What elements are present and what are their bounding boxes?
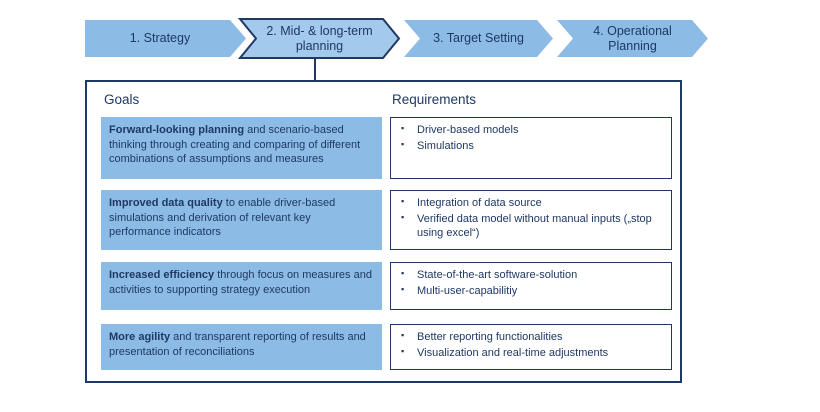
goals-column-header: Goals (104, 92, 140, 107)
goal-bold-text: Forward-looking planning (109, 124, 245, 136)
step-3-arrow-shape (404, 20, 553, 57)
requirement-item: Integration of data source (395, 196, 663, 211)
goal-bold-text: Improved data quality (109, 197, 223, 209)
requirement-item: Multi-user-capabilitiy (395, 284, 663, 299)
step-4-arrow-shape (557, 20, 708, 57)
requirement-item: Driver-based models (395, 123, 663, 138)
goal-rest-text: and transparent reporting of results and… (109, 331, 366, 358)
requirements-box-row-4: Better reporting functionalities Visuali… (390, 324, 672, 370)
requirements-column-header: Requirements (392, 92, 477, 107)
requirements-list: State-of-the-art software-solution Multi… (395, 268, 663, 298)
goal-bold-text: More agility (109, 331, 171, 343)
step-2-label: 2. Mid- & long-term planning (266, 24, 373, 53)
requirements-box-row-2: Integration of data source Verified data… (390, 190, 672, 250)
requirements-box-row-1: Driver-based models Simulations (390, 117, 672, 179)
requirement-item: Visualization and real-time adjustments (395, 346, 663, 361)
process-steps-arrows (85, 18, 708, 81)
goal-box-increased-efficiency: Increased efficiency through focus on me… (101, 262, 382, 310)
step-2-arrow-shape-highlighted (237, 18, 401, 59)
step-3-label: 3. Target Setting (433, 31, 524, 46)
step-4-label: 4. Operational Planning (593, 24, 672, 53)
goal-rest-text: and scenario-based thinking through crea… (109, 124, 361, 166)
requirement-item: Verified data model without manual input… (395, 212, 663, 241)
requirements-list: Better reporting functionalities Visuali… (395, 330, 663, 360)
goal-rest-text: through focus on measures and activities… (109, 269, 372, 296)
requirement-item: State-of-the-art software-solution (395, 268, 663, 283)
goal-box-forward-looking-planning: Forward-looking planning and scenario-ba… (101, 117, 382, 179)
goal-box-improved-data-quality: Improved data quality to enable driver-b… (101, 190, 382, 250)
requirements-list: Integration of data source Verified data… (395, 196, 663, 241)
goal-bold-text: Increased efficiency (109, 269, 215, 281)
requirements-box-row-3: State-of-the-art software-solution Multi… (390, 262, 672, 310)
goal-rest-text: to enable driver-based simulations and d… (109, 197, 336, 239)
step-1-label: 1. Strategy (129, 31, 191, 46)
goal-box-more-agility: More agility and transparent reporting o… (101, 324, 382, 370)
goals-requirements-panel: Goals Requirements Forward-looking plann… (85, 80, 682, 383)
requirements-list: Driver-based models Simulations (395, 123, 663, 153)
requirement-item: Simulations (395, 139, 663, 154)
step-1-arrow-shape (85, 20, 246, 57)
requirement-item: Better reporting functionalities (395, 330, 663, 345)
